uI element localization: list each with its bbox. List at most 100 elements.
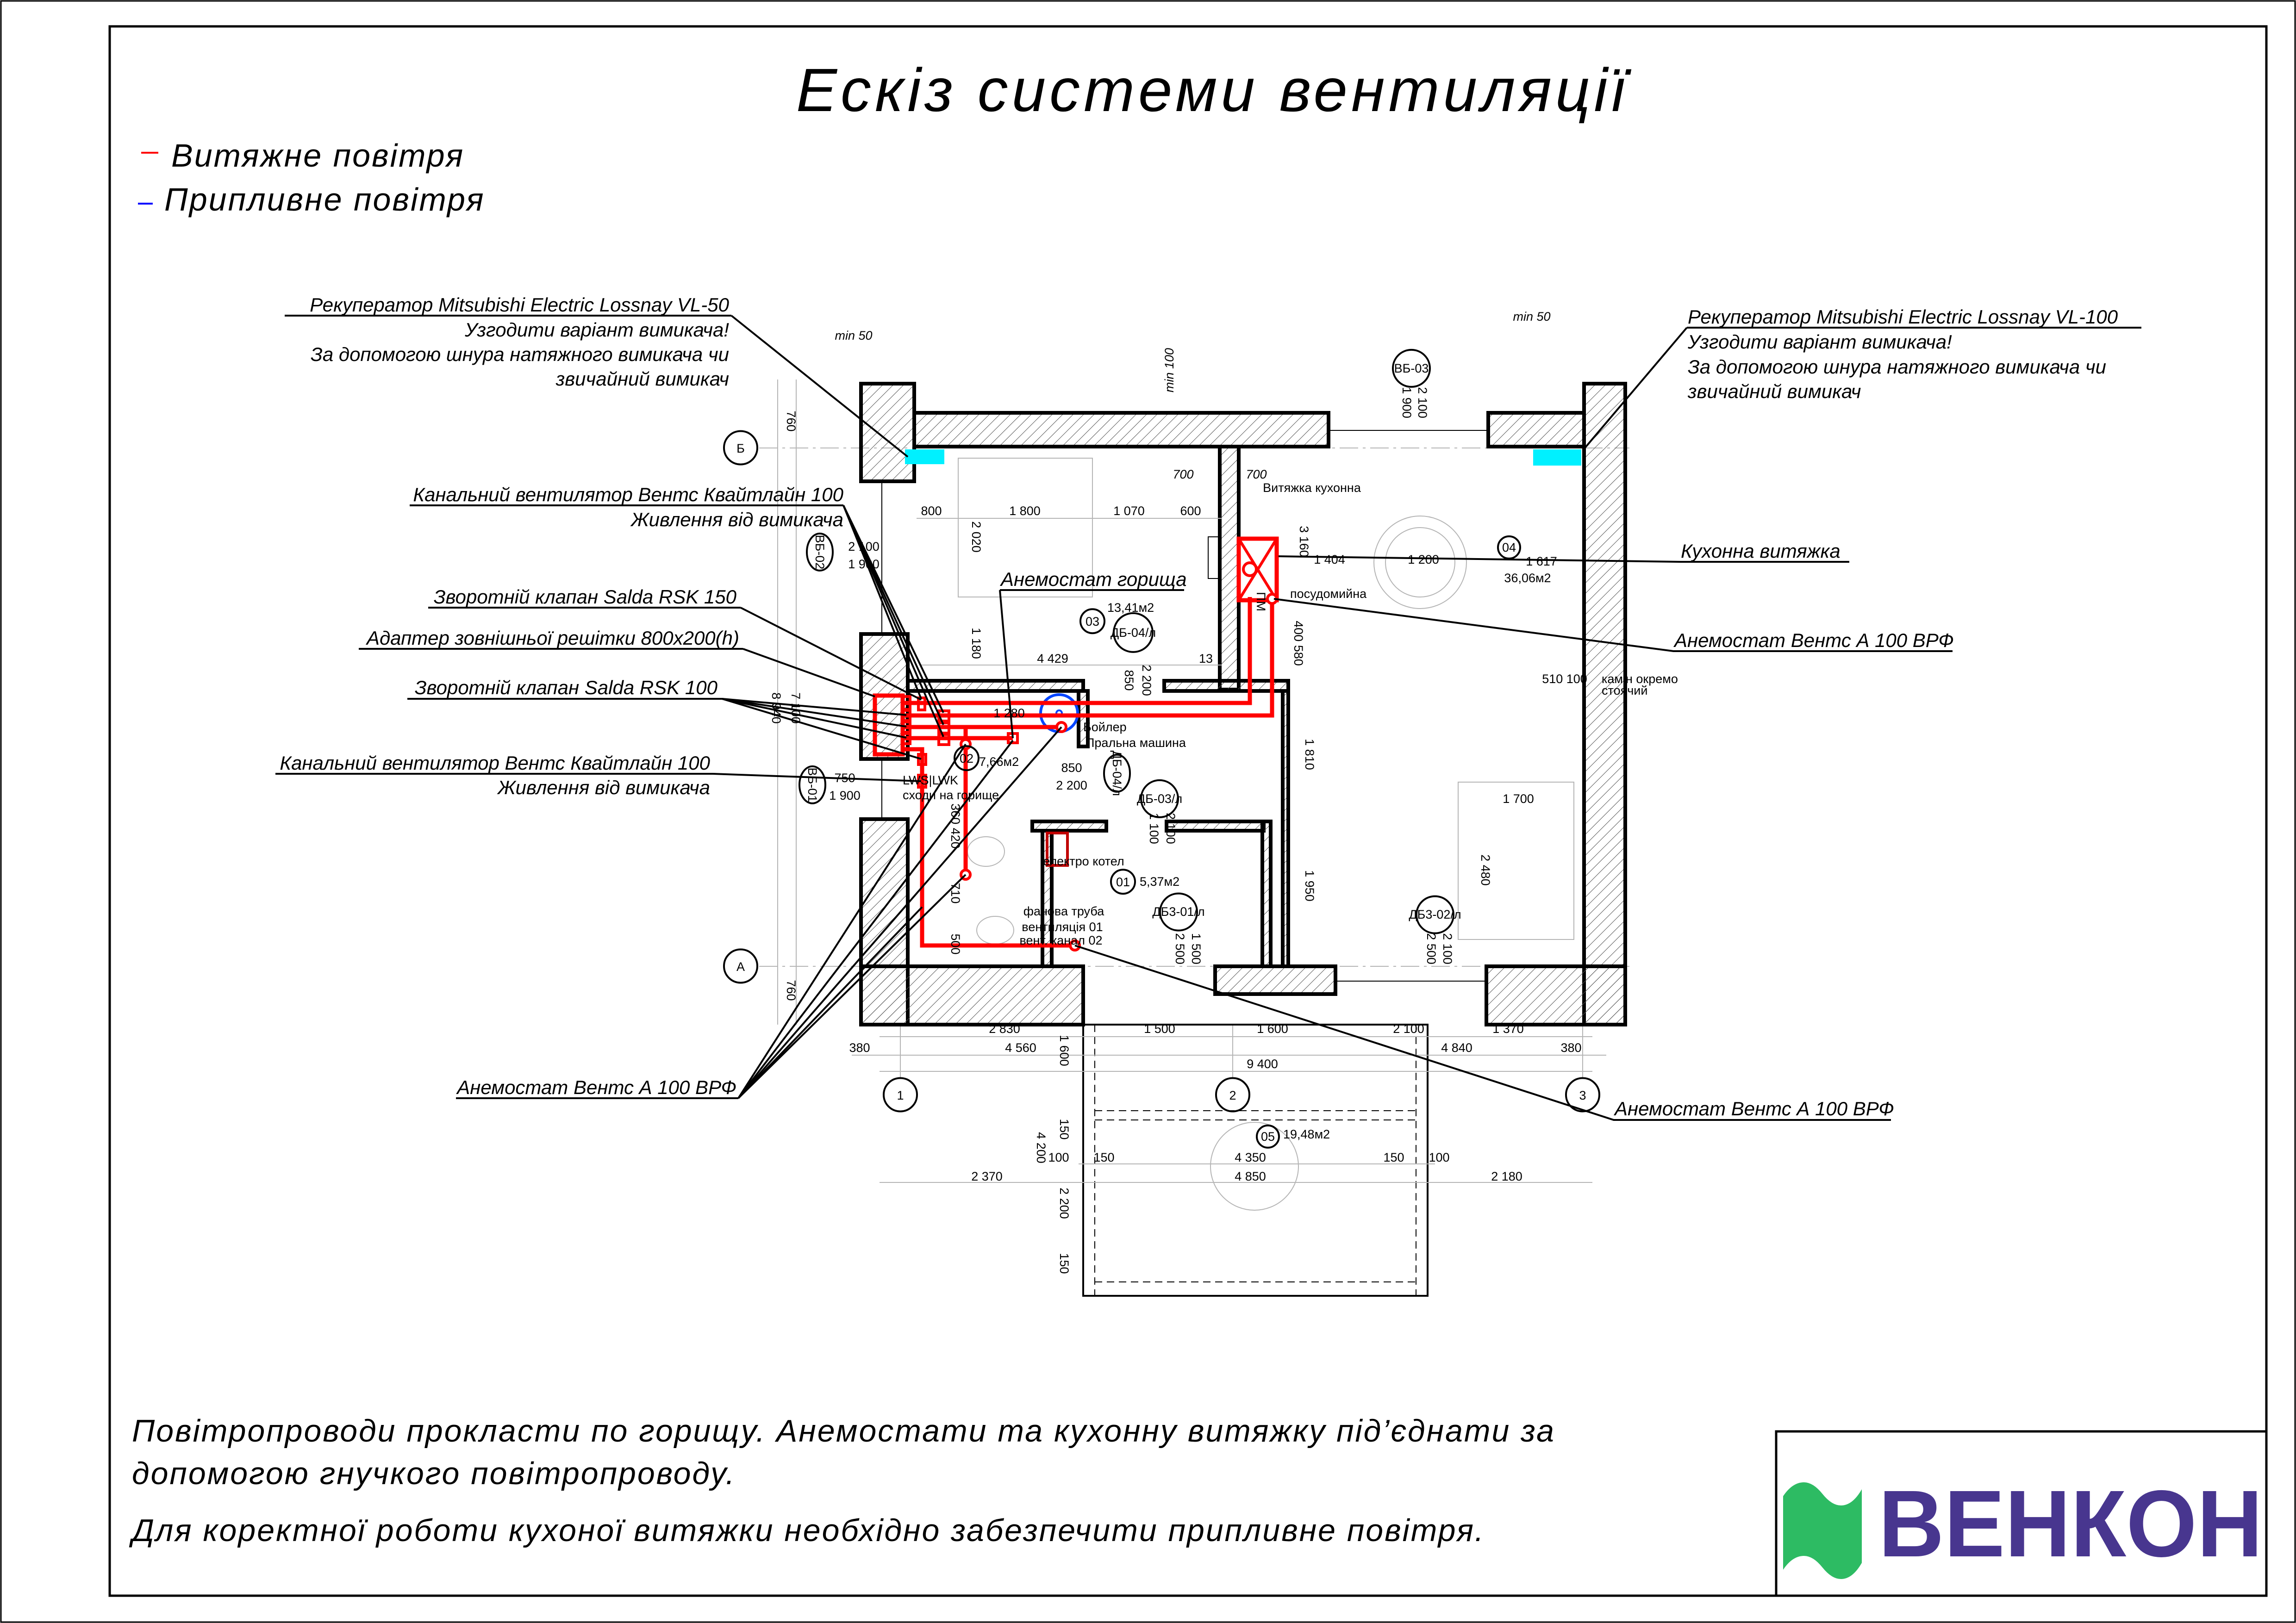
plan-label: 13,41м2 — [1107, 601, 1154, 615]
duct-kitchen-hood — [903, 597, 1252, 705]
plan-label: 7,66м2 — [979, 755, 1019, 769]
plan-label: 5,37м2 — [1140, 875, 1179, 889]
plan-label: 510 100 — [1542, 672, 1587, 686]
plan-tag: ДБ3-01/л — [1152, 905, 1204, 919]
plan-label: 2 370 — [971, 1169, 1003, 1183]
plan-label: 4 200 — [1034, 1132, 1048, 1163]
plan-label: 9 400 — [1247, 1057, 1278, 1071]
callout-fan-top-title: Канальний вентилятор Вентс Квайтлайн 100 — [413, 484, 843, 505]
plan-tag: Б — [736, 442, 745, 455]
wall-bottom-right — [1485, 964, 1627, 1026]
sink — [976, 916, 1014, 945]
recuperator-vl100-marker — [1533, 449, 1581, 466]
plan-tag: ДБ3-02/л — [1409, 908, 1461, 921]
callout-fan-bottom-title: Канальний вентилятор Вентс Квайтлайн 100 — [280, 752, 710, 774]
plan-label: 2 100 — [1416, 387, 1429, 418]
plan-label: 1 500 — [1189, 933, 1203, 964]
wall-hall-kitchen — [1281, 689, 1290, 968]
plan-label: 760 — [784, 410, 798, 431]
wall-right — [1582, 382, 1627, 1026]
leader-line — [737, 740, 1014, 1099]
leader-line — [737, 874, 967, 1099]
tag-circle — [954, 745, 980, 771]
plan-label: 800 — [921, 504, 942, 518]
wall-bathroom-top — [1030, 820, 1108, 833]
plan-tag: 01 — [1116, 875, 1130, 889]
plan-label: 1 800 — [1009, 504, 1041, 518]
plan-tag: 2 — [1229, 1088, 1236, 1102]
wave-icon — [1783, 1482, 1862, 1579]
tag-circle — [883, 1077, 918, 1113]
plan-label: 7 100 — [789, 692, 803, 724]
plan-label: min 100 — [1162, 348, 1176, 392]
plan-label: 700 — [1173, 467, 1193, 481]
wall-corner-nw — [859, 382, 916, 483]
plan-label: вент. канал 02 — [1020, 933, 1103, 947]
callout-recuperator-vl50-line: За допомогою шнура натяжного вимикача чи — [311, 343, 729, 365]
leader-line — [722, 698, 907, 716]
callout-attic-anemostat: Анемостат горища — [999, 568, 1187, 590]
callouts: Рекуператор Mitsubishi Electric Lossnay … — [275, 294, 2141, 1121]
callout-recuperator-vl50-line: Узгодити варіант вимикача! — [464, 319, 729, 341]
plan-label: Пральна машина — [1086, 736, 1186, 750]
plan-label: 1 280 — [993, 706, 1025, 720]
plan-label: 150 — [1093, 1150, 1114, 1164]
tag-circle — [799, 765, 826, 804]
plan-tag: ДБ-04/л — [1111, 626, 1156, 640]
callout-fan-top-sub: Живлення від вимикача — [630, 509, 843, 530]
callout-anemostat-bottom-left: Анемостат Вентс А 100 ВРФ — [455, 1076, 736, 1098]
supply-legend-label: Припливне повітря — [164, 181, 485, 218]
check-valve-icon — [901, 732, 911, 745]
plan-label: 1 617 — [1526, 554, 1557, 568]
note-line-2: допомогою гнучкого повітропроводу. — [132, 1456, 736, 1491]
leader-line — [740, 607, 922, 701]
tag-circle — [723, 948, 758, 984]
plan-label: електро котел — [1043, 854, 1124, 868]
tag-circle — [1079, 608, 1105, 634]
bed — [958, 458, 1093, 597]
plan-label: 1 900 — [829, 789, 861, 802]
leader-line — [1278, 555, 1849, 563]
exhaust-ducts — [873, 536, 1279, 951]
plan-label: 1 070 — [1113, 504, 1145, 518]
kitchen-hood-icon — [1236, 536, 1279, 603]
plan-tag: 04 — [1502, 541, 1516, 554]
plan-label: 1 810 — [1303, 739, 1316, 770]
plan-label: 100 — [1048, 1150, 1069, 1164]
plan-label: 36,06м2 — [1504, 571, 1551, 585]
tag-circle — [1140, 779, 1179, 818]
tag-circle — [806, 532, 834, 572]
plan-label: 1 600 — [1057, 1035, 1071, 1066]
leader-line — [737, 726, 1062, 1099]
plan-label: 1 700 — [1503, 792, 1534, 806]
plan-label: 1 950 — [1303, 870, 1316, 902]
plan-label: 2 100 — [1164, 813, 1178, 844]
plan-label: 4 429 — [1037, 652, 1068, 665]
plan-tag: 02 — [960, 752, 973, 765]
plan-label: фанова труба — [1023, 904, 1104, 918]
leader-line — [1074, 945, 1891, 1121]
plan-tag: ДБ-03/л — [1137, 792, 1182, 806]
plan-label: 710 — [948, 883, 962, 903]
sofa — [1458, 782, 1574, 940]
plan-label: вентиляція 01 — [1022, 920, 1103, 934]
plan-label: 380 — [1560, 1041, 1581, 1055]
wall-top-left — [912, 411, 1330, 448]
wall-bedroom-bottom — [906, 679, 1085, 693]
plan-label: 2 500 — [1173, 933, 1187, 964]
leader-line — [1583, 327, 1688, 450]
callout-valve-rsk150: Зворотній клапан Salda RSK 150 — [434, 586, 737, 608]
tag-circle — [1392, 348, 1431, 388]
wall-bottom-left — [859, 964, 1085, 1026]
dining-table — [1373, 516, 1467, 609]
callout-anemostat-kitchen: Анемостат Вентс А 100 ВРФ — [1673, 629, 1954, 651]
callout-recuperator-vl100-line: За допомогою шнура натяжного вимикача чи — [1688, 356, 2106, 378]
plan-tag: 3 — [1579, 1088, 1586, 1102]
plan-label: 150 — [1383, 1150, 1404, 1164]
plan-tag: 05 — [1261, 1130, 1275, 1144]
plan-tag: ВБ-03 — [1394, 361, 1429, 375]
tag-circle — [1215, 1077, 1250, 1113]
anemostat-icon — [1242, 561, 1258, 577]
